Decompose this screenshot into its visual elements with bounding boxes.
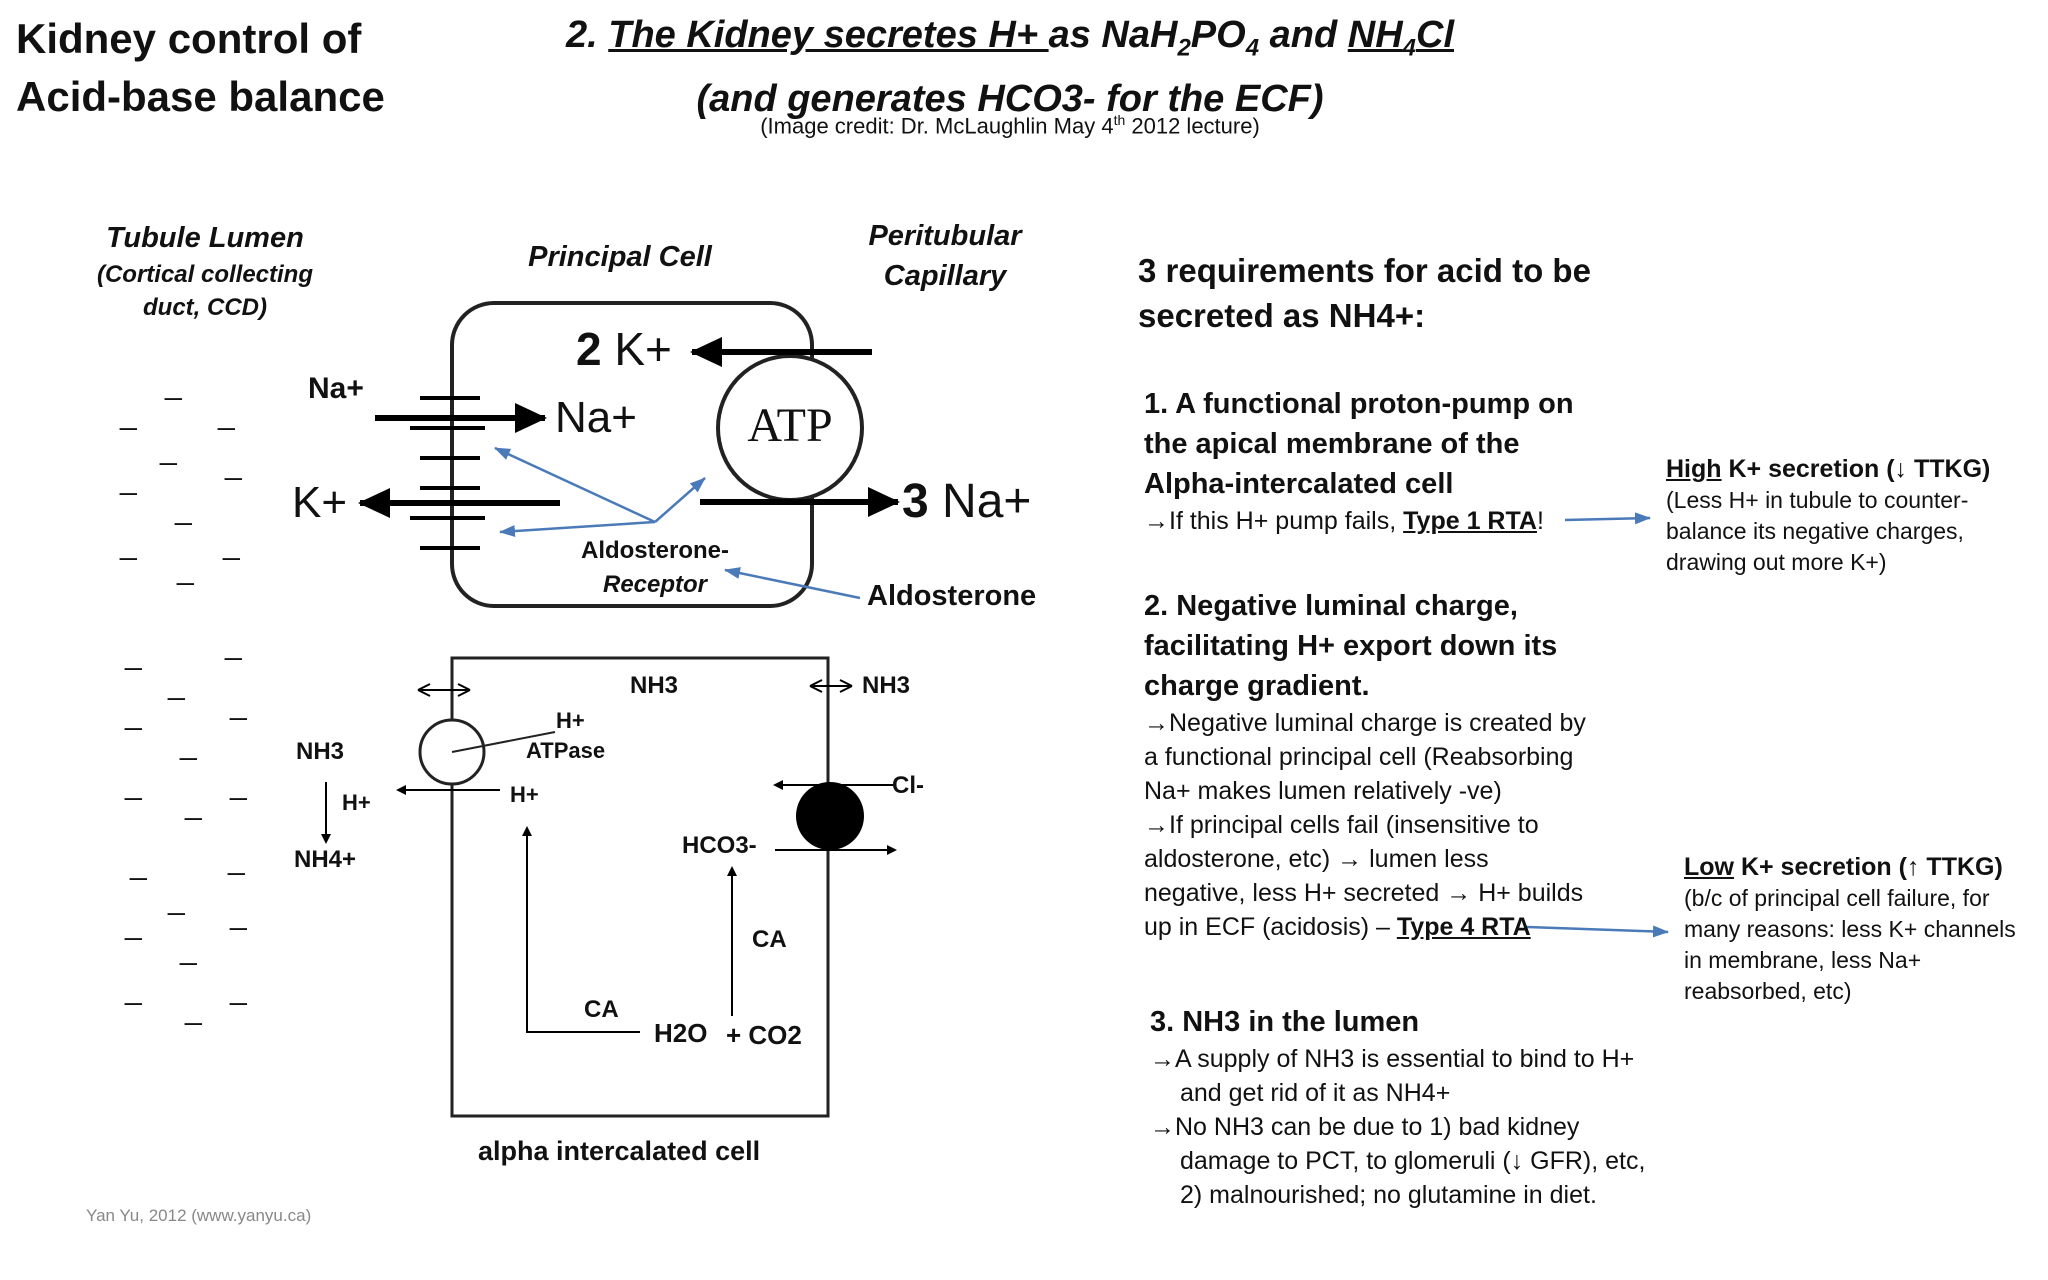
h-atpase-label-2: ATPase bbox=[526, 738, 606, 763]
k-channel bbox=[358, 486, 560, 550]
low-k-secretion-note: Low K+ secretion (↑ TTKG) (b/c of princi… bbox=[1684, 853, 2016, 1004]
k-lumen-label: K+ bbox=[292, 478, 348, 527]
cl-label: Cl- bbox=[892, 772, 924, 799]
title-line-1: Kidney control of bbox=[16, 15, 362, 62]
requirement-1: 1. A functional proton-pump on the apica… bbox=[1144, 388, 1574, 535]
alpha-cell-label: alpha intercalated cell bbox=[478, 1136, 761, 1166]
aldosterone-receptor-label: Aldosterone- Receptor bbox=[580, 537, 729, 598]
principal-cell-label: Principal Cell bbox=[528, 241, 712, 273]
na-cell-label: Na+ bbox=[555, 393, 637, 442]
h-cell-label: H+ bbox=[510, 782, 539, 807]
aldosterone-arrows bbox=[494, 446, 861, 600]
nh4-lumen-label: NH4+ bbox=[294, 846, 357, 873]
nh3-cell-label: NH3 bbox=[630, 672, 679, 699]
image-credit: (Image credit: Dr. McLaughlin May 4th 20… bbox=[760, 112, 1260, 139]
tubule-lumen-label: Tubule Lumen (Cortical collecting duct, … bbox=[96, 222, 314, 321]
nh3-blood-label: NH3 bbox=[862, 672, 911, 699]
type1-rta-label: Type 1 RTA bbox=[1403, 507, 1537, 535]
alpha-cell-outline bbox=[450, 656, 830, 1118]
main-title-line-2: (and generates HCO3- for the ECF) bbox=[696, 77, 1324, 120]
cl-hco3-exchanger bbox=[796, 782, 864, 850]
h-lumen-label: H+ bbox=[342, 790, 371, 815]
nh3-lumen-label: NH3 bbox=[296, 738, 345, 765]
hco3-label: HCO3- bbox=[682, 832, 757, 859]
h2o-label: H2O bbox=[654, 1018, 708, 1048]
requirement-2: 2. Negative luminal charge, facilitating… bbox=[1144, 590, 1586, 941]
type4-rta-label: Type 4 RTA bbox=[1396, 913, 1531, 941]
atp-label: ATP bbox=[747, 399, 833, 452]
ca-right-label: CA bbox=[752, 926, 787, 953]
type1-arrow bbox=[1564, 512, 1651, 525]
page-title: Kidney control of Acid-base balance bbox=[16, 10, 385, 126]
main-title-line-1: 2. The Kidney secretes H+ as NaH2PO4 and… bbox=[565, 14, 1454, 62]
main-title: 2. The Kidney secretes H+ as NaH2PO4 and… bbox=[560, 10, 1460, 125]
type4-arrow bbox=[1526, 925, 1669, 938]
na-channel bbox=[375, 396, 547, 460]
three-na-label: 3 Na+ bbox=[902, 475, 1032, 528]
requirements-heading: 3 requirements for acid to be secreted a… bbox=[1138, 252, 1591, 334]
na-lumen-label: Na+ bbox=[308, 372, 364, 405]
peritubular-capillary-label: Peritubular Capillary bbox=[868, 220, 1022, 292]
two-k-label: 2 K+ bbox=[576, 323, 672, 375]
aldosterone-label: Aldosterone bbox=[867, 580, 1037, 612]
ca-bottom-label: CA bbox=[584, 996, 619, 1023]
title-line-2: Acid-base balance bbox=[16, 73, 385, 120]
requirement-3: 3. NH3 in the lumen →A supply of NH3 is … bbox=[1150, 1006, 1646, 1209]
footer-credit: Yan Yu, 2012 (www.yanyu.ca) bbox=[86, 1206, 312, 1225]
co2-label: + CO2 bbox=[726, 1020, 802, 1050]
h-atpase-label-1: H+ bbox=[556, 708, 585, 733]
high-k-secretion-note: High K+ secretion (↓ TTKG) (Less H+ in t… bbox=[1666, 455, 1991, 575]
